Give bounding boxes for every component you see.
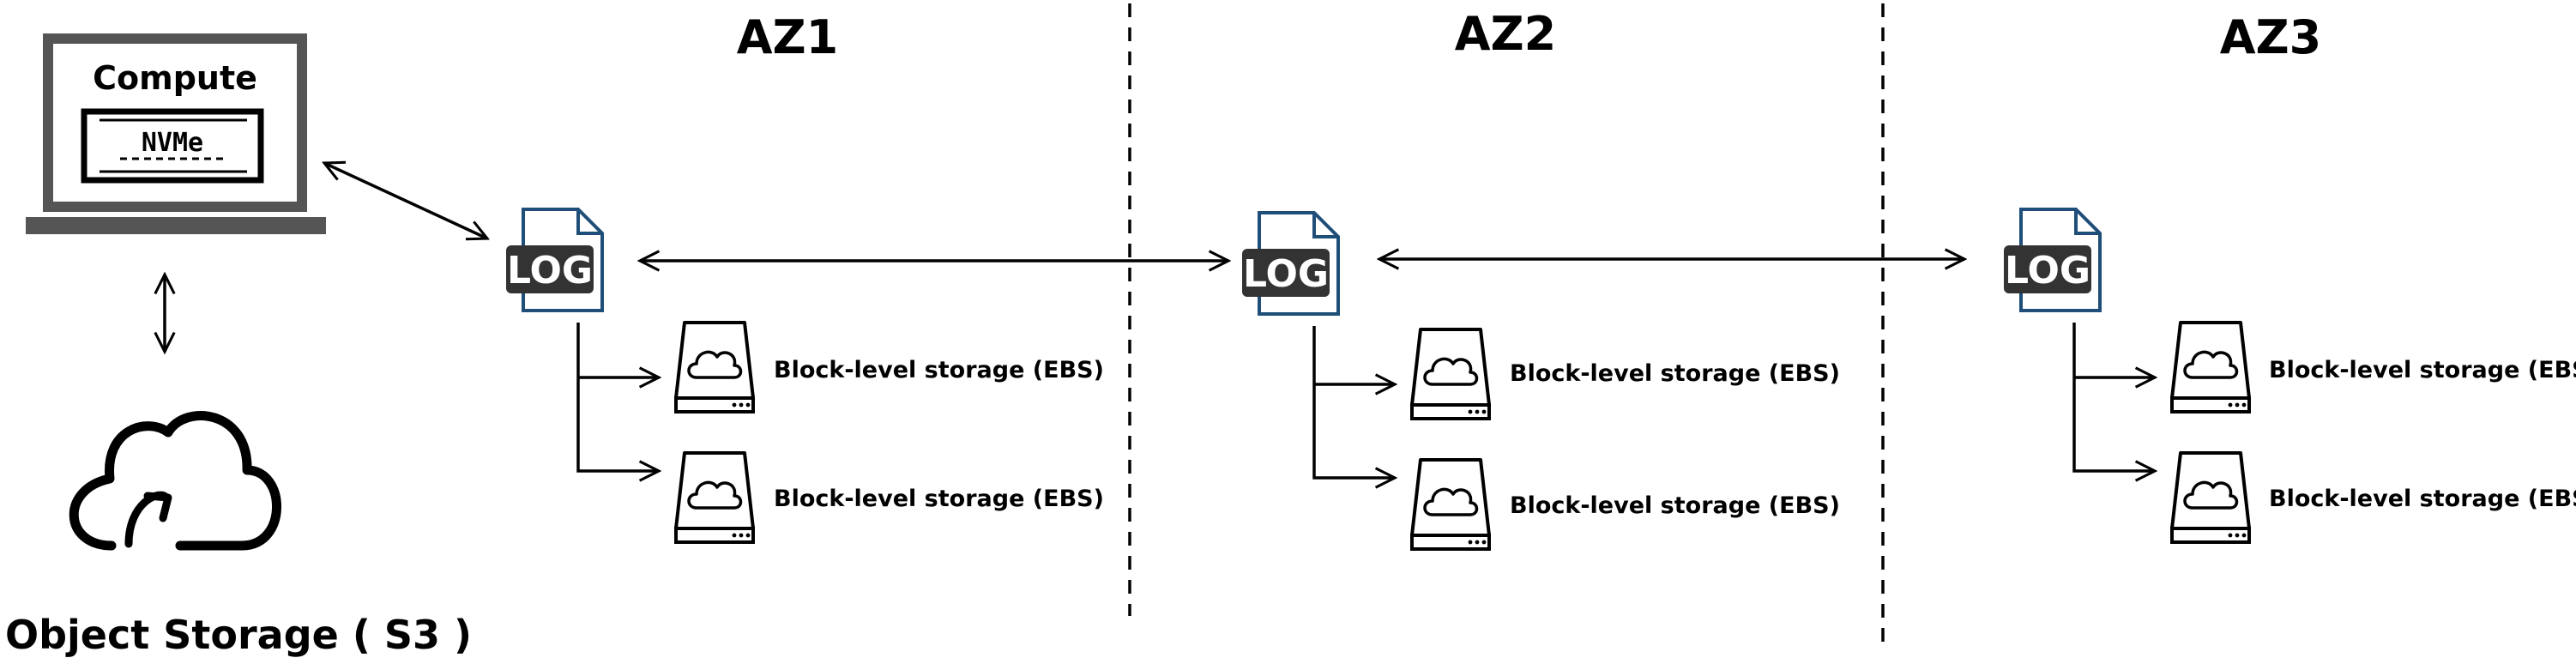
ebs-label-az2-2: Block-level storage (EBS) [1510, 492, 1840, 519]
log-file-icon-az2: LOG [1240, 211, 1340, 316]
ebs-drive-icon-az1-2 [674, 451, 755, 544]
compute-node: Compute NVMe [26, 33, 326, 234]
nvme-drive-icon: NVMe [81, 108, 264, 184]
object-storage-label: Object Storage ( S3 ) [5, 612, 472, 658]
az1-title: AZ1 [737, 10, 839, 64]
ebs-label-az1-1: Block-level storage (EBS) [774, 357, 1104, 383]
laptop-base [26, 217, 326, 234]
ebs-label-az1-2: Block-level storage (EBS) [774, 486, 1104, 512]
ebs-label-az2-1: Block-level storage (EBS) [1510, 360, 1840, 387]
ebs-drive-icon-az2-2 [1410, 458, 1491, 551]
ebs-drive-icon-az3-2 [2170, 451, 2251, 544]
ebs-branch-az1 [576, 323, 659, 471]
log-label-az3: LOG [2005, 249, 2090, 293]
nvme-label: NVMe [142, 128, 203, 158]
log-label-az2: LOG [1243, 252, 1329, 296]
ebs-drive-icon-az2-1 [1410, 328, 1491, 420]
log-file-icon-az1: LOG [504, 208, 604, 312]
log-label-az1: LOG [507, 249, 593, 293]
ebs-drive-icon-az3-1 [2170, 321, 2251, 413]
log-file-icon-az3: LOG [2002, 208, 2102, 312]
compute-label: Compute [93, 59, 257, 97]
compute-log-arrow [324, 163, 487, 238]
ebs-branch-az3 [2072, 323, 2155, 471]
ebs-drive-icon-az1-1 [674, 321, 755, 413]
ebs-label-az3-2: Block-level storage (EBS) [2269, 486, 2576, 512]
cloud-upload-icon [69, 411, 281, 551]
ebs-branch-az2 [1312, 326, 1395, 478]
az3-title: AZ3 [2220, 10, 2322, 64]
ebs-label-az3-1: Block-level storage (EBS) [2269, 357, 2576, 383]
az2-title: AZ2 [1455, 7, 1557, 61]
